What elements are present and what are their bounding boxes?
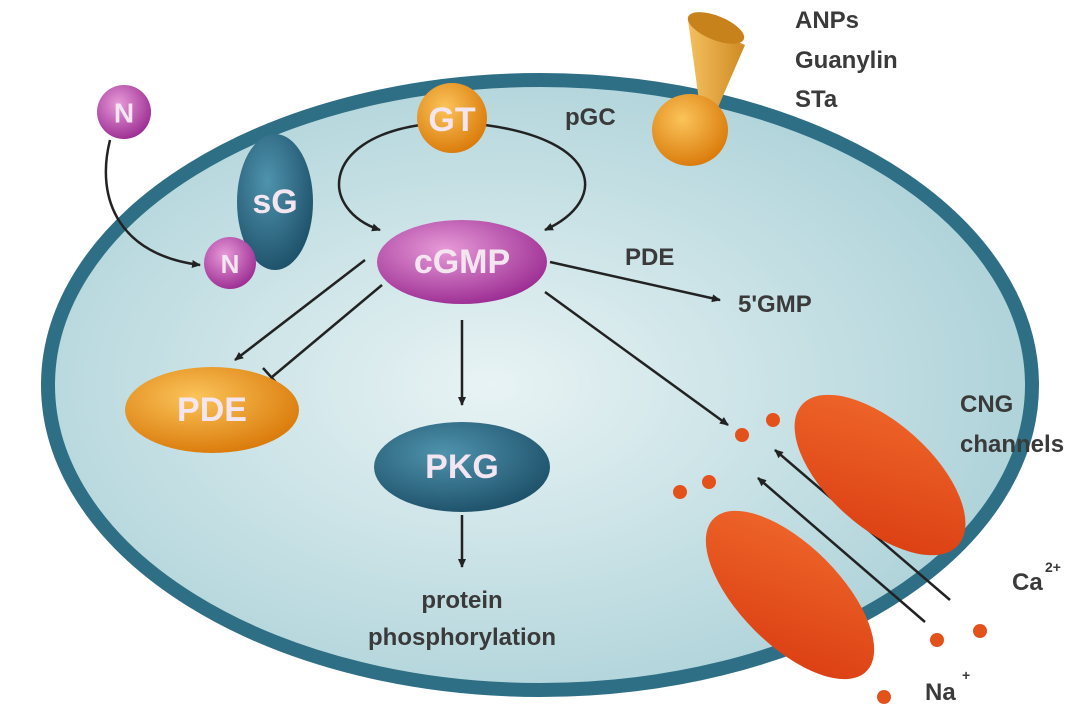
cng-channel-upper — [794, 394, 966, 556]
pgc-label: pGC — [565, 104, 616, 131]
pde-arrow-label: PDE — [625, 244, 674, 271]
na-charge: + — [962, 667, 970, 683]
gt-to-cgmp-right-arrow — [484, 123, 587, 232]
na-label: Na — [925, 679, 956, 706]
cgmp-to-5gmp-arrow — [549, 260, 721, 303]
ligand-label-sta: STa — [795, 86, 838, 113]
pde-label: PDE — [177, 391, 247, 429]
na-influx-arrow-2 — [757, 477, 926, 623]
ligand-label-anps: ANPs — [795, 7, 859, 34]
sg-enzyme — [237, 134, 313, 270]
no-molecule-outside — [97, 85, 151, 139]
ca-charge: 2+ — [1045, 559, 1061, 575]
no-molecule-inside — [204, 237, 256, 289]
ca-label: Ca — [1012, 569, 1043, 596]
gt-node — [417, 83, 487, 153]
cgmp-inhibits-pde-line — [271, 284, 383, 378]
cgmp-to-pde-arrow — [234, 259, 366, 361]
pde-node — [125, 367, 299, 453]
cng-label-line1: CNG — [960, 391, 1013, 418]
gt-to-cgmp-left-arrow — [337, 123, 421, 232]
cgmp-label: cGMP — [414, 243, 510, 281]
cng-label-line2: channels — [960, 431, 1064, 458]
5gmp-label: 5'GMP — [738, 291, 812, 318]
ligand-label-guanylin: Guanylin — [795, 47, 898, 74]
no-inside-label: N — [221, 249, 240, 279]
ions — [673, 413, 987, 704]
protein-label: protein — [421, 587, 502, 614]
receptor-icon — [652, 12, 745, 166]
pkg-node — [374, 422, 550, 512]
gt-label: GT — [428, 101, 475, 139]
cgmp-to-cng-arrow — [544, 290, 729, 427]
no-diffusion-arrow — [104, 139, 201, 268]
phosphorylation-label: phosphorylation — [368, 624, 556, 651]
cgmp-node — [377, 220, 547, 304]
cng-channel-lower — [705, 510, 875, 680]
no-outside-label: N — [114, 98, 134, 129]
pkg-label: PKG — [425, 448, 499, 486]
sg-label: sG — [252, 183, 297, 221]
